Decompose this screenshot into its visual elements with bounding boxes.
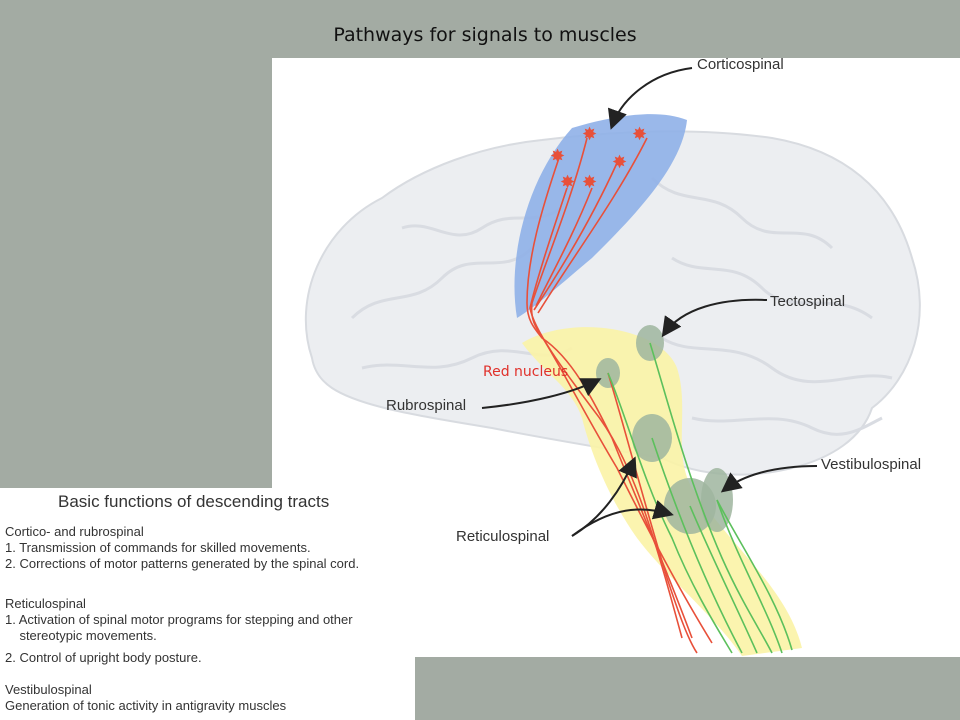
functions-table-title: Basic functions of descending tracts <box>58 492 330 511</box>
group-heading-cortico-rubrospinal: Cortico- and rubrospinal <box>5 524 144 539</box>
function-item: 2. Control of upright body posture. <box>5 650 202 665</box>
label-arrows <box>481 67 818 537</box>
corticospinal-arrow <box>607 67 693 130</box>
group-heading-vestibulospinal: Vestibulospinal <box>5 682 92 697</box>
label-tectospinal: Tectospinal <box>770 293 846 310</box>
svg-text:✸: ✸ <box>560 172 575 192</box>
vestibulospinal-arrow <box>720 465 818 493</box>
function-item: 1. Activation of spinal motor programs f… <box>5 612 353 643</box>
group-heading-reticulospinal: Reticulospinal <box>5 596 86 611</box>
brainstem-region <box>522 327 802 656</box>
function-item: Generation of tonic activity in antigrav… <box>5 698 287 713</box>
brain-outline <box>304 130 921 476</box>
bottom-panel <box>415 657 960 720</box>
svg-text:✸: ✸ <box>582 124 597 144</box>
green-tracts <box>607 342 793 654</box>
svg-text:✸: ✸ <box>582 172 597 192</box>
label-rubrospinal: Rubrospinal <box>386 397 467 414</box>
label-reticulospinal: Reticulospinal <box>456 528 550 545</box>
brain-illustration: ✸ ✸ ✸ ✸ ✸ ✸ <box>304 67 921 656</box>
reticulospinal-arrow-2 <box>571 499 674 537</box>
functions-table: Basic functions of descending tracts Cor… <box>0 488 415 720</box>
label-corticospinal: Corticospinal <box>697 56 784 73</box>
cortical-neurons: ✸ ✸ ✸ ✸ ✸ ✸ <box>550 124 647 192</box>
svg-text:✸: ✸ <box>632 124 647 144</box>
label-vestibulospinal: Vestibulospinal <box>821 456 922 473</box>
function-item: 1. Transmission of commands for skilled … <box>5 540 311 555</box>
red-tracts <box>526 137 713 654</box>
label-red-nucleus: Red nucleus <box>483 364 569 380</box>
slide-title: Pathways for signals to muscles <box>333 24 637 46</box>
rubrospinal-arrow <box>481 378 602 409</box>
function-item: 2. Corrections of motor patterns generat… <box>5 556 360 571</box>
svg-text:✸: ✸ <box>550 146 565 166</box>
svg-text:✸: ✸ <box>612 152 627 172</box>
brain-diagram: ✸ ✸ ✸ ✸ ✸ ✸ Corticospinal Tectospinal Re… <box>272 56 960 658</box>
tectospinal-arrow <box>661 298 768 338</box>
